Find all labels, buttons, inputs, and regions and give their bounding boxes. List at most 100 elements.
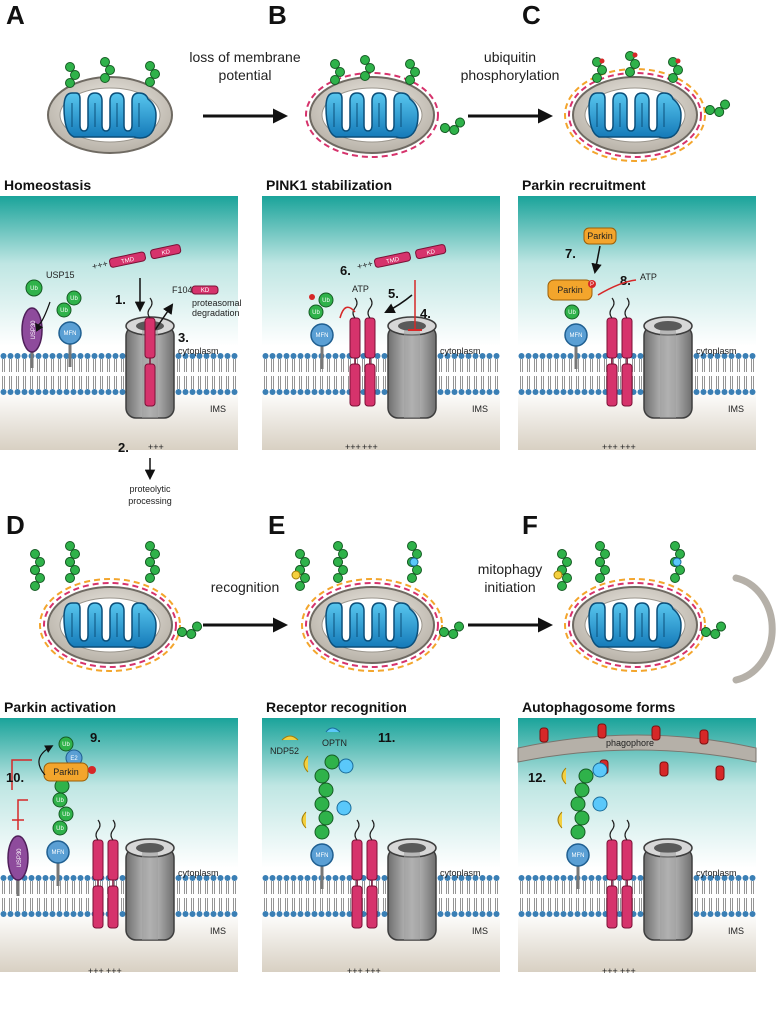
svg-text:+++: +++ [620, 442, 636, 452]
svg-text:loss of membrane: loss of membrane [189, 49, 300, 65]
svg-text:cytoplasm: cytoplasm [696, 868, 737, 878]
panel-d-header: D [6, 510, 25, 540]
svg-text:Parkin activation: Parkin activation [4, 699, 116, 715]
svg-text:proteasomal: proteasomal [192, 298, 242, 308]
transition-bc: ubiquitin phosphorylation [461, 49, 560, 124]
svg-text:Parkin: Parkin [53, 767, 79, 777]
phagophore-cup-f [732, 574, 776, 684]
svg-text:Ub: Ub [56, 798, 64, 804]
svg-text:MFN: MFN [572, 853, 585, 859]
panel-f-header: F [522, 510, 538, 540]
panel-e-detail: Receptor recognition cytoplasm IMS NDP52… [262, 699, 500, 976]
svg-text:5.: 5. [388, 286, 399, 301]
svg-text:Autophagosome forms: Autophagosome forms [522, 699, 675, 715]
svg-text:+++: +++ [91, 258, 109, 271]
panel-c-detail: Parkin recruitment cytoplasm IMS Parkin … [518, 177, 756, 452]
svg-text:2.: 2. [118, 440, 129, 455]
svg-text:OPTN: OPTN [322, 738, 347, 748]
mitochondrion-e [301, 578, 443, 672]
mfn-c: MFN [563, 322, 589, 371]
pink1-cytosolic-b: +++ TMD KD [356, 244, 447, 272]
tom-complex-f [643, 838, 693, 941]
svg-text:+++: +++ [602, 966, 618, 976]
mfn-a: MFN [57, 320, 83, 369]
ub-chains-e [291, 541, 468, 643]
svg-text:12.: 12. [528, 770, 546, 785]
svg-text:+++: +++ [365, 966, 381, 976]
svg-text:A: A [6, 0, 25, 30]
mfn-f: MFN [565, 842, 591, 891]
svg-text:recognition: recognition [211, 579, 280, 595]
panel-c-header: C [522, 0, 541, 30]
svg-text:E2: E2 [70, 756, 78, 762]
svg-text:KD: KD [201, 288, 210, 294]
svg-text:11.: 11. [378, 730, 395, 745]
svg-text:ubiquitin: ubiquitin [484, 49, 536, 65]
svg-text:D: D [6, 510, 25, 540]
mitochondrion-a [47, 76, 173, 154]
svg-text:+++: +++ [347, 966, 363, 976]
svg-text:7.: 7. [565, 246, 576, 261]
parkin-recruited-c: Parkin P [547, 279, 596, 301]
transition-ab: loss of membrane potential [189, 49, 301, 124]
parkin-active-d: Parkin [43, 762, 96, 782]
svg-text:IMS: IMS [210, 926, 226, 936]
svg-text:+++: +++ [106, 966, 122, 976]
svg-text:NDP52: NDP52 [270, 746, 299, 756]
svg-text:USP30: USP30 [17, 848, 23, 868]
pink1-degraded-a: F104 KD proteasomal degradation [172, 285, 242, 318]
svg-text:PINK1 stabilization: PINK1 stabilization [266, 177, 392, 193]
svg-text:IMS: IMS [472, 926, 488, 936]
svg-text:+++: +++ [356, 258, 374, 271]
tom-complex-e [387, 838, 437, 941]
tom-complex-c [643, 316, 693, 419]
svg-text:IMS: IMS [728, 404, 744, 414]
transition-de: recognition [203, 579, 288, 633]
svg-text:cytoplasm: cytoplasm [440, 868, 481, 878]
panel-d-detail: Parkin activation cytoplasm IMS USP30 10… [0, 699, 238, 976]
svg-text:C: C [522, 0, 541, 30]
svg-text:KD: KD [426, 249, 436, 257]
svg-text:Ub: Ub [56, 826, 64, 832]
svg-text:Ub: Ub [62, 812, 70, 818]
panel-a-detail: Homeostasis cytoplasm IMS USP30 Ub USP15… [0, 177, 242, 506]
svg-text:Ub: Ub [70, 296, 78, 302]
svg-text:phagophore: phagophore [606, 738, 654, 748]
svg-text:cytoplasm: cytoplasm [440, 346, 481, 356]
parkin-free-c: Parkin [583, 227, 617, 245]
svg-text:+++: +++ [88, 966, 104, 976]
svg-text:phosphorylation: phosphorylation [461, 67, 560, 83]
svg-text:USP15: USP15 [46, 270, 75, 280]
ndp52-e: NDP52 [270, 735, 299, 756]
svg-text:Parkin: Parkin [587, 231, 613, 241]
panel-b-header: B [268, 0, 287, 30]
pink1-cytosolic-a: +++ TMD KD [91, 244, 182, 272]
tom-complex-b [387, 316, 437, 419]
mfn-d: MFN [45, 839, 71, 888]
transition-ef: mitophagy initiation [468, 561, 553, 633]
svg-text:cytoplasm: cytoplasm [178, 868, 219, 878]
svg-text:IMS: IMS [728, 926, 744, 936]
optn-e: OPTN [322, 727, 347, 748]
svg-text:Parkin recruitment: Parkin recruitment [522, 177, 646, 193]
svg-text:+++: +++ [345, 442, 361, 452]
svg-text:8.: 8. [620, 273, 631, 288]
svg-text:+++: +++ [148, 442, 164, 452]
svg-text:ATP: ATP [352, 284, 369, 294]
tom-complex-d [125, 838, 175, 941]
svg-text:+++: +++ [362, 442, 378, 452]
panel-e-header: E [268, 510, 285, 540]
ub-on-mfn-a: Ub Ub [56, 290, 82, 318]
svg-text:MFN: MFN [316, 853, 329, 859]
svg-text:E: E [268, 510, 285, 540]
ub-chains-f [553, 541, 730, 643]
svg-text:Homeostasis: Homeostasis [4, 177, 91, 193]
mitochondrion-c [564, 68, 706, 162]
mitochondrion-f [564, 578, 706, 672]
svg-text:cytoplasm: cytoplasm [178, 346, 219, 356]
svg-text:F104: F104 [172, 285, 193, 295]
svg-text:4.: 4. [420, 306, 431, 321]
svg-text:Ub: Ub [30, 286, 38, 292]
svg-text:MFN: MFN [52, 850, 65, 856]
